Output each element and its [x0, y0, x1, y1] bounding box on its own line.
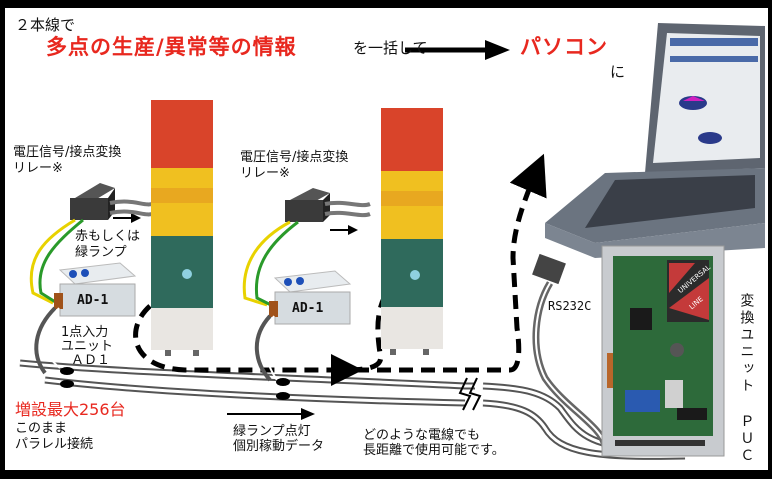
bottom-arrow	[227, 408, 315, 420]
unit-ad1-line1: 1点入力	[61, 325, 109, 340]
relay-2-label-line1: 電圧信号/接点変換	[240, 150, 349, 165]
header-arrow	[405, 40, 510, 60]
rs232c-label: RS232C	[548, 299, 592, 313]
any-wire-line2: 長距離で使用可能です。	[363, 443, 505, 458]
header-mid-text: を一括して	[353, 39, 428, 57]
header-highlight: 多点の生産/異常等の情報	[46, 35, 297, 59]
lamp-note-line1: 赤もしくは	[75, 229, 141, 244]
expansion-label: 増設最大256台	[15, 400, 126, 419]
green-data-line2: 個別稼動データ	[233, 439, 325, 454]
header-target-pc: パソコン	[520, 35, 608, 59]
laptop-pc	[545, 23, 765, 258]
ad1-device-label-2: AD-1	[292, 301, 324, 316]
relay-1-label-line2: リレー※	[13, 161, 63, 176]
ad1-unit-2	[254, 270, 352, 400]
ad1-device-label-1: AD-1	[77, 293, 109, 308]
rs232c-connector	[532, 253, 566, 285]
parallel-line1: このまま	[15, 421, 68, 436]
any-wire-line1: どのような電線でも	[363, 428, 481, 443]
green-data-line1: 緑ランプ点灯	[233, 424, 311, 439]
parallel-line2: パラレル接続	[15, 437, 94, 452]
header-suffix: に	[610, 63, 626, 81]
lamp-note-line2: 緑ランプ	[75, 245, 127, 260]
data-flow-path-2	[355, 153, 547, 373]
converter-label: 変換ユニット ＰＵＣ	[738, 293, 755, 465]
lamp-arrow-1	[113, 213, 141, 223]
ad1-unit-1	[34, 262, 137, 388]
rs232c-cable	[532, 253, 609, 449]
relay-2	[242, 188, 371, 307]
diagram-canvas: ２本線で 多点の生産/異常等の情報 を一括して パソコン に 電圧信号/接点変換…	[5, 8, 768, 470]
unit-ad1-line2: ユニット	[61, 339, 114, 354]
signal-tower-1	[151, 100, 213, 356]
lamp-arrow-2	[330, 225, 358, 235]
header-line1: ２本線で	[15, 16, 76, 34]
relay-1-label-line1: 電圧信号/接点変換	[13, 145, 122, 160]
puc-converter-unit	[601, 245, 725, 457]
bus-cable	[19, 359, 705, 460]
signal-tower-2	[381, 108, 443, 355]
cable-break-symbol	[458, 377, 482, 411]
graphics-layer	[19, 23, 765, 460]
unit-ad1-line3: ＡＤ１	[71, 353, 111, 368]
relay-2-label-line2: リレー※	[240, 166, 290, 181]
